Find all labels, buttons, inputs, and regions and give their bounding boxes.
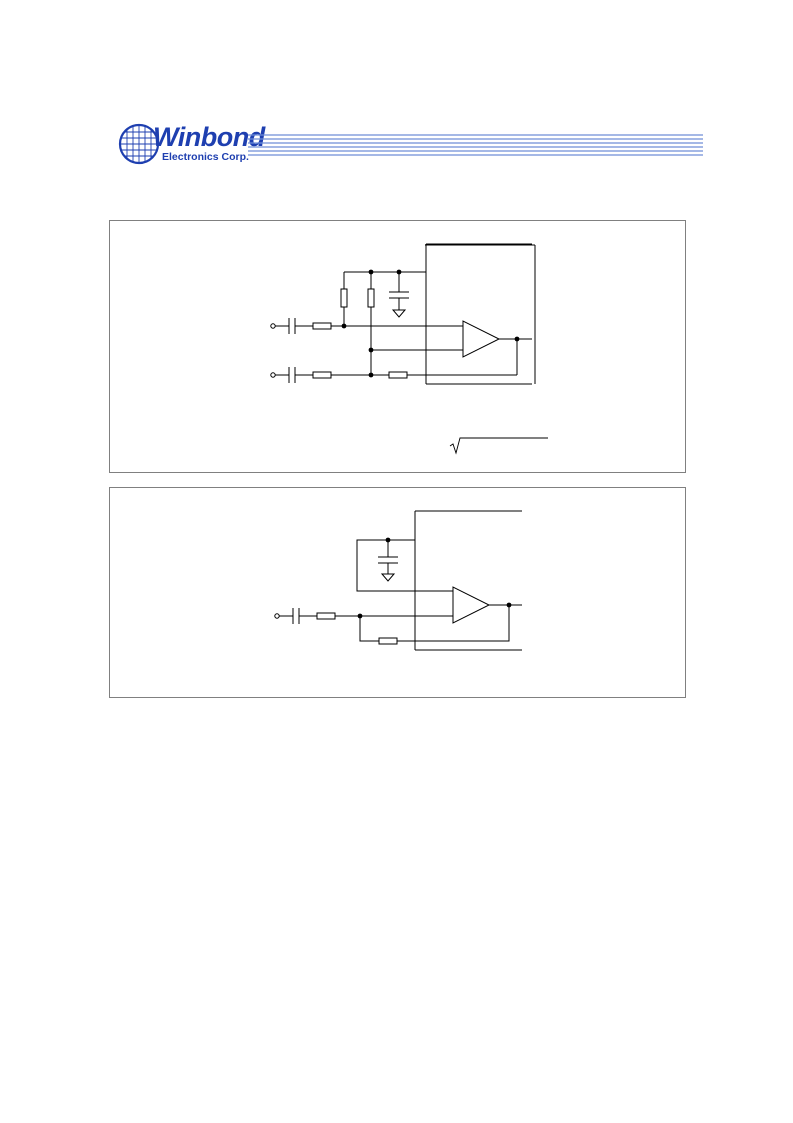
logo-subtitle: Electronics Corp.: [162, 151, 249, 163]
bias-loop: [356, 539, 453, 592]
circuit-panel-single-ended: [109, 487, 686, 698]
circuit-panel-differential: [109, 220, 686, 473]
ground-icon: [391, 309, 407, 318]
resistor-input-1: [312, 322, 332, 330]
op-amp: [462, 320, 501, 358]
sqrt-formula: [449, 437, 548, 455]
winbond-globe-icon: [118, 123, 160, 165]
resistor-bias-2: [367, 288, 375, 308]
header-stripes: [248, 134, 703, 156]
input-terminal: [274, 613, 280, 619]
circuit-diagram-1: [270, 243, 548, 455]
chip-outline: [425, 244, 536, 384]
resistor-feedback: [388, 371, 408, 379]
header: Winbond Electronics Corp.: [118, 120, 708, 170]
circuit-diagram-2: [274, 510, 522, 651]
input-terminal-2: [270, 372, 276, 378]
input-terminal-1: [270, 323, 276, 329]
resistor-input-2: [312, 371, 332, 379]
resistor-feedback: [378, 637, 398, 645]
op-amp: [452, 586, 491, 624]
logo-wordmark: Winbond: [153, 122, 265, 152]
resistor-input: [316, 612, 336, 620]
resistor-bias-1: [340, 288, 348, 308]
ground-icon: [380, 573, 396, 582]
